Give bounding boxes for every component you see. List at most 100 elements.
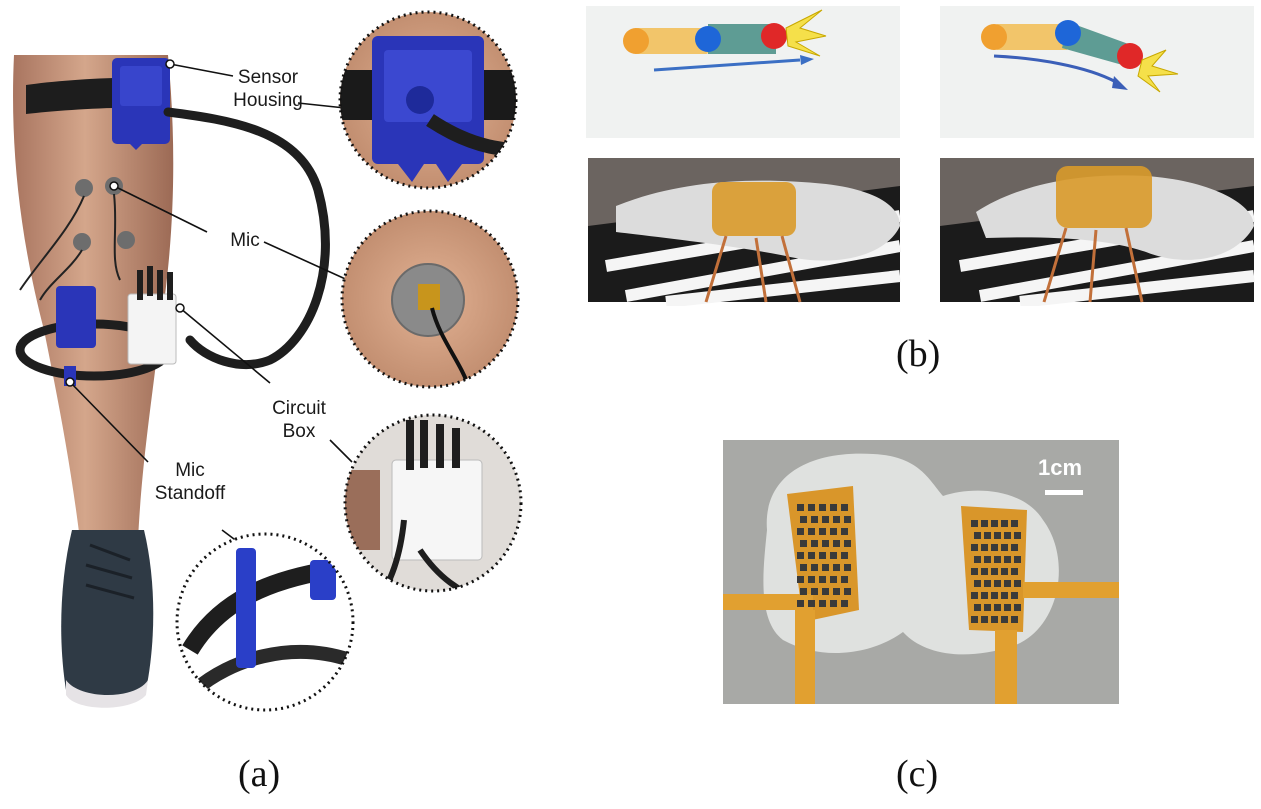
electrode-dot xyxy=(994,580,1001,587)
electrode-dot xyxy=(994,604,1001,611)
electrode-dot xyxy=(974,556,981,563)
electrode-dot xyxy=(1011,544,1018,551)
caption-b: (b) xyxy=(896,333,941,375)
electrode-dot xyxy=(991,592,998,599)
electrode-dot xyxy=(984,580,991,587)
electrode-dot xyxy=(1014,556,1021,563)
electrode-dot xyxy=(1004,556,1011,563)
leader-dots xyxy=(65,59,185,387)
callout-sensor-housing-line2: Housing xyxy=(233,90,303,111)
electrode-dot xyxy=(819,552,826,559)
electrode-dot xyxy=(797,552,804,559)
electrode-dot xyxy=(971,568,978,575)
callout-circuit-box-line1: Circuit xyxy=(272,398,326,419)
sensor-housing-strap xyxy=(26,58,170,150)
electrode-dot xyxy=(981,544,988,551)
scale-bar xyxy=(1045,490,1083,495)
electrode-dot xyxy=(1001,520,1008,527)
electrode-dot xyxy=(1014,604,1021,611)
electrode-dot xyxy=(1004,532,1011,539)
electrode-dot xyxy=(991,544,998,551)
electrode-dot xyxy=(1004,580,1011,587)
electrode-dot xyxy=(830,552,837,559)
electrode-dot xyxy=(841,504,848,511)
electrode-dot xyxy=(981,520,988,527)
electrode-dot xyxy=(819,576,826,583)
mic-array xyxy=(19,177,135,301)
shoe xyxy=(61,530,154,707)
electrode-dot xyxy=(841,576,848,583)
electrode-dot xyxy=(833,564,840,571)
sensor-cable xyxy=(163,107,330,369)
electrode-dot xyxy=(991,568,998,575)
electrode-dot xyxy=(811,516,818,523)
callout-circuit-box-line2: Box xyxy=(282,421,316,442)
electrode-dot xyxy=(830,504,837,511)
electrode-dot xyxy=(822,564,829,571)
electrode-dot xyxy=(984,604,991,611)
electrode-dot xyxy=(1004,604,1011,611)
finger-photo-straight xyxy=(588,158,902,306)
electrode-dot xyxy=(994,556,1001,563)
electrode-dot xyxy=(797,576,804,583)
finger-photo-bent xyxy=(940,158,1256,306)
electrode-dot xyxy=(1001,592,1008,599)
circuit-box-assembly xyxy=(15,266,177,386)
electrode-dot xyxy=(800,540,807,547)
electrode-dot xyxy=(1001,568,1008,575)
electrode-dot xyxy=(819,528,826,535)
electrode-dot xyxy=(991,616,998,623)
electrode-dot xyxy=(822,588,829,595)
electrode-dot xyxy=(844,516,851,523)
electrode-dot xyxy=(833,516,840,523)
electrode-dot xyxy=(974,532,981,539)
electrode-dot xyxy=(1001,544,1008,551)
leader-lines xyxy=(69,63,353,543)
finger-diagram-straight xyxy=(586,6,900,138)
zoom-mic-standoff xyxy=(175,532,355,712)
electrode-dot xyxy=(800,564,807,571)
scale-label: 1cm xyxy=(1038,455,1083,480)
panel-a-figure xyxy=(13,10,523,712)
electrode-dot xyxy=(819,504,826,511)
electrode-dot xyxy=(797,600,804,607)
electrode-dot xyxy=(822,540,829,547)
electrode-dot xyxy=(800,516,807,523)
electrode-dot xyxy=(811,588,818,595)
electrode-dot xyxy=(797,528,804,535)
electrode-dot xyxy=(811,564,818,571)
finger-diagram-bent xyxy=(940,6,1254,138)
electrode-dot xyxy=(833,540,840,547)
electrode-dot xyxy=(981,592,988,599)
electrode-dot xyxy=(971,592,978,599)
electrode-dot xyxy=(833,588,840,595)
zoom-circuit-box xyxy=(343,413,523,593)
electrode-dot xyxy=(841,552,848,559)
caption-c: (c) xyxy=(896,753,939,795)
callout-mic-standoff-line1: Mic xyxy=(175,460,205,481)
electrode-dot xyxy=(811,540,818,547)
electrode-dot xyxy=(808,528,815,535)
electrode-dot xyxy=(830,576,837,583)
panel-b-figure xyxy=(586,6,1256,306)
electrode-dots xyxy=(797,504,1021,623)
electrode-dot xyxy=(844,540,851,547)
electrode-dot xyxy=(808,600,815,607)
callout-mic-standoff-line2: Standoff xyxy=(154,483,226,504)
electrode-dot xyxy=(830,528,837,535)
electrode-dot xyxy=(830,600,837,607)
electrode-dot xyxy=(1011,568,1018,575)
caption-a: (a) xyxy=(238,753,281,795)
electrode-dot xyxy=(808,576,815,583)
electrode-dot xyxy=(971,520,978,527)
electrode-dot xyxy=(1011,592,1018,599)
electrode-dot xyxy=(991,520,998,527)
electrode-dot xyxy=(844,564,851,571)
callout-mic: Mic xyxy=(230,230,260,251)
callout-circuit-box: Circuit Box xyxy=(262,397,336,443)
electrode-dot xyxy=(1014,580,1021,587)
electrode-dot xyxy=(819,600,826,607)
electrode-dot xyxy=(841,600,848,607)
electrode-dot xyxy=(974,580,981,587)
electrode-dot xyxy=(971,544,978,551)
